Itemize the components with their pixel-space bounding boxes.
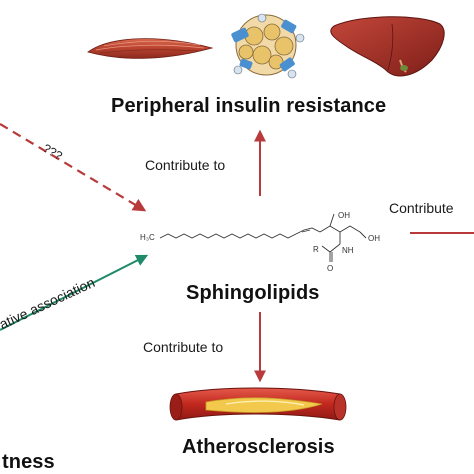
fitness-label-partial: tness bbox=[2, 451, 55, 473]
atherosclerosis-label: Atherosclerosis bbox=[182, 436, 335, 458]
peripheral-insulin-resistance-label: Peripheral insulin resistance bbox=[111, 95, 387, 117]
molecule-label-oh-right: OH bbox=[368, 234, 380, 243]
contribute-to-up-label: Contribute to bbox=[145, 157, 226, 173]
artery-plaque-icon bbox=[169, 387, 347, 421]
contribute-to-down-label: Contribute to bbox=[143, 339, 224, 355]
green-arrow-negative-association bbox=[0, 254, 149, 331]
liver-icon bbox=[330, 16, 445, 77]
dashed-arrow-unknown bbox=[0, 123, 147, 212]
molecule-label-o: O bbox=[327, 264, 333, 273]
molecule-label-h3c: H₃C bbox=[140, 233, 155, 242]
molecule-label-nh: NH bbox=[342, 246, 354, 255]
adipose-tissue-icon bbox=[231, 13, 305, 79]
molecule-label-oh-top: OH bbox=[338, 211, 350, 220]
muscle-icon bbox=[87, 38, 214, 59]
sphingolipid-structure bbox=[159, 213, 367, 262]
sphingolipids-label: Sphingolipids bbox=[186, 282, 320, 304]
contribute-right-label: Contribute bbox=[389, 200, 454, 216]
molecule-label-r: R bbox=[313, 245, 319, 254]
